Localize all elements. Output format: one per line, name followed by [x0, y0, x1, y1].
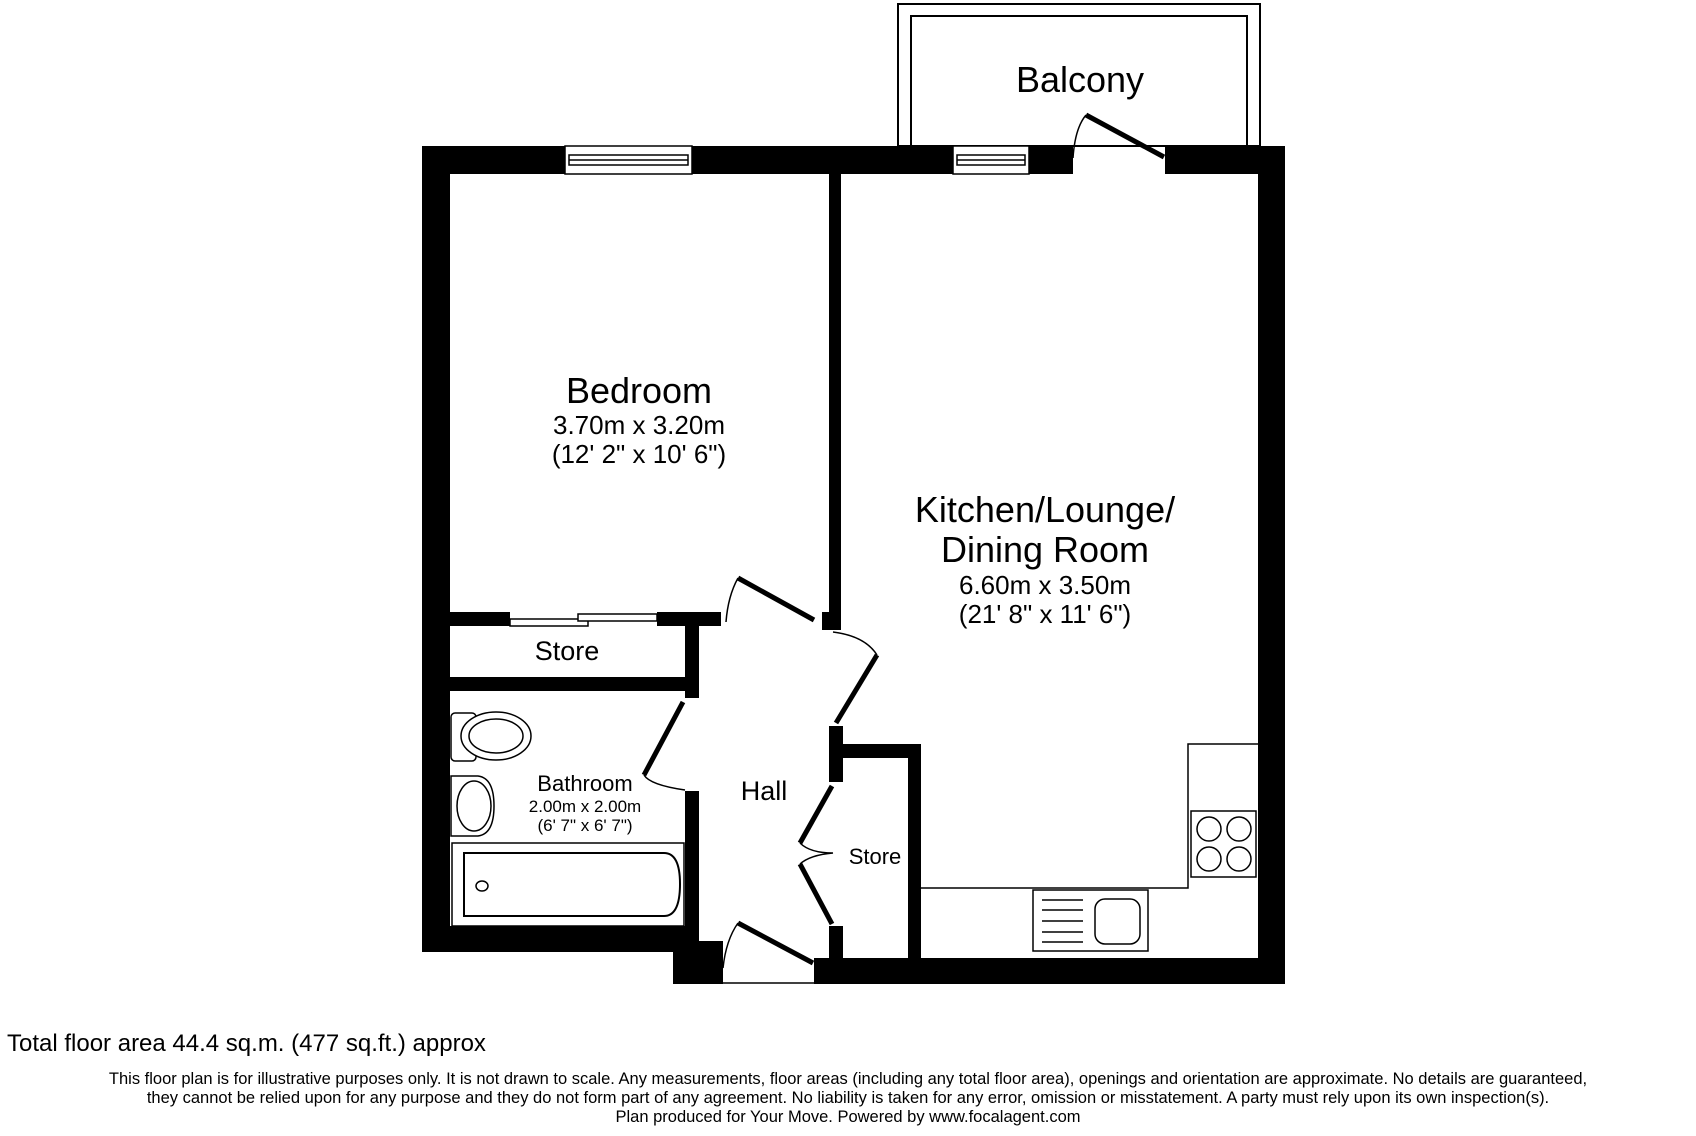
window-bedroom [564, 145, 693, 175]
door-bedroom [725, 575, 816, 623]
room-dim-imperial-bedroom: (12' 2" x 10' 6") [551, 439, 727, 470]
room-title-bathroom: Bathroom [537, 771, 633, 796]
store-sliding-doors [509, 613, 658, 627]
room-label-store-bedroom: Store [534, 636, 600, 666]
sink-icon [1032, 889, 1149, 952]
disclaimer: This floor plan is for illustrative purp… [0, 1070, 1696, 1127]
bathtub-icon [451, 842, 685, 927]
room-bedroom: Bedroom 3.70m x 3.20m (12' 2" x 10' 6") [499, 370, 779, 470]
room-dim-metric-bedroom: 3.70m x 3.20m [553, 410, 725, 441]
door-kitchen [832, 631, 880, 725]
door-balcony [1072, 112, 1166, 160]
room-title-kitchen-line2: Dining Room [940, 529, 1150, 571]
plan-credit: Plan produced for Your Move. Powered by … [615, 1108, 1081, 1126]
room-dim-imperial-kitchen: (21' 8" x 11' 6") [958, 598, 1132, 629]
disclaimer-line-1: This floor plan is for illustrative purp… [108, 1070, 1588, 1088]
room-label-hall: Hall [740, 776, 788, 806]
disclaimer-line-2: they cannot be relied upon for any purpo… [146, 1089, 1550, 1107]
kitchen-worktop [921, 743, 1258, 889]
window-kitchen [952, 145, 1030, 175]
door-hall-store [797, 784, 835, 926]
room-label-store-hall: Store [848, 844, 902, 869]
total-floor-area: Total floor area 44.4 sq.m. (477 sq.ft.)… [7, 1030, 486, 1057]
room-kitchen: Kitchen/Lounge/ Dining Room 6.60m x 3.50… [880, 489, 1210, 629]
room-label-balcony: Balcony [1015, 59, 1145, 100]
room-title-kitchen-line1: Kitchen/Lounge/ [914, 489, 1176, 530]
toilet-icon [450, 711, 532, 762]
hob-icon [1190, 810, 1257, 878]
room-title-bedroom: Bedroom [565, 370, 713, 411]
room-dim-imperial-bathroom: (6' 7" x 6' 7") [537, 815, 633, 835]
room-bathroom: Bathroom 2.00m x 2.00m (6' 7" x 6' 7") [490, 771, 680, 835]
door-entrance [722, 920, 815, 984]
door-bathroom [641, 700, 686, 791]
room-dim-metric-bathroom: 2.00m x 2.00m [528, 796, 642, 816]
walls [422, 146, 1285, 984]
room-dim-metric-kitchen: 6.60m x 3.50m [959, 569, 1131, 600]
basin-icon [450, 775, 495, 837]
